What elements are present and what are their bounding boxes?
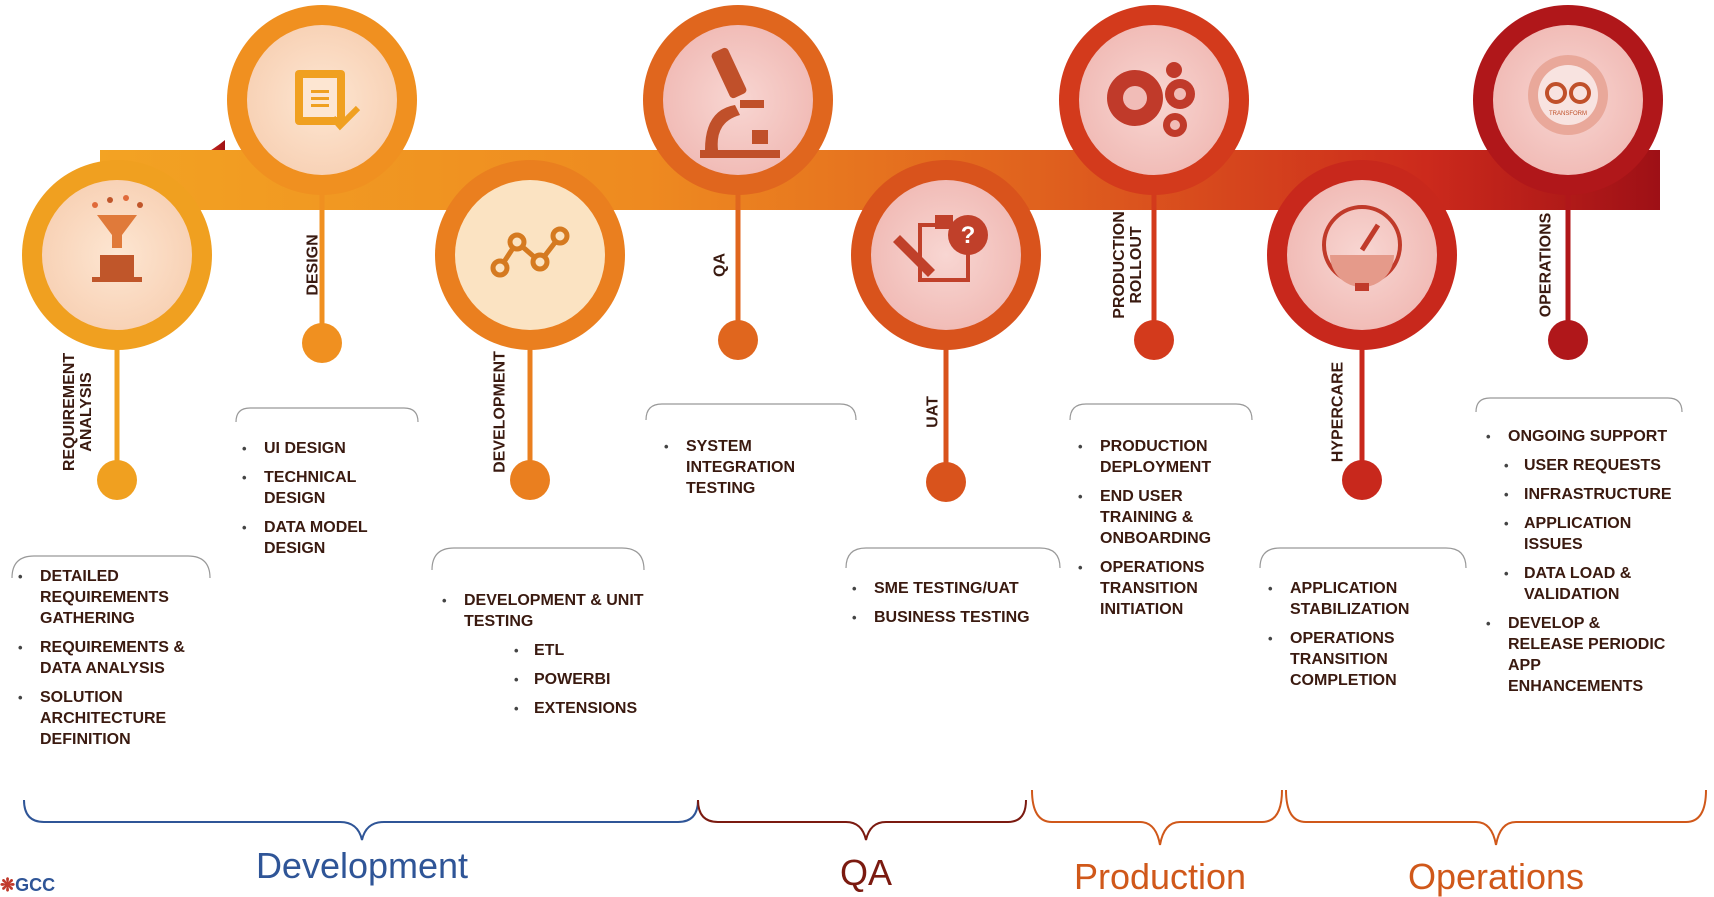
stage-label-production-rollout: PRODUCTION ROLLOUT	[1111, 211, 1145, 319]
funnel-laptop-icon	[92, 195, 143, 282]
stem-end-dots	[97, 320, 1588, 502]
svg-text:TRANSFORM: TRANSFORM	[1549, 111, 1587, 117]
operations-brace	[1285, 789, 1707, 846]
list-item: SYSTEM INTEGRATION TESTING	[658, 436, 838, 499]
hypercare-list: APPLICATION STABILIZATION OPERATIONS TRA…	[1262, 578, 1452, 699]
list-item: SOLUTION ARCHITECTURE DEFINITION	[12, 687, 207, 750]
list-item: DETAILED REQUIREMENTS GATHERING	[12, 566, 207, 629]
stage-label-qa: QA	[712, 253, 729, 277]
stage-label-line: DEVELOPMENT	[491, 351, 509, 473]
stage-label-design: DESIGN	[305, 234, 322, 295]
qa-list: SYSTEM INTEGRATION TESTING	[658, 436, 838, 507]
gears-icon	[1107, 62, 1195, 137]
list-subitem: DATA LOAD & VALIDATION	[1480, 563, 1680, 605]
stage-label-requirement-analysis: REQUIREMENT ANALYSIS	[61, 353, 95, 471]
group-label-development: Development	[255, 845, 469, 886]
logo-text: GCC	[15, 875, 56, 895]
group-label-operations: Operations	[1407, 856, 1585, 897]
design-list: UI DESIGN TECHNICAL DESIGN DATA MODEL DE…	[236, 438, 416, 567]
gauge-icon	[1322, 205, 1402, 291]
uat-list: SME TESTING/UAT BUSINESS TESTING	[846, 578, 1061, 636]
logo-mark-icon: ❋	[0, 875, 16, 895]
list-item: TECHNICAL DESIGN	[236, 467, 416, 509]
stage-label-line: HYPERCARE	[1329, 361, 1347, 463]
stage-label-hypercare: HYPERCARE	[1330, 362, 1347, 462]
stage-label-line: ROLLOUT	[1128, 226, 1145, 304]
list-subitem: INFRASTRUCTURE	[1480, 484, 1680, 505]
microscope-icon	[700, 47, 780, 158]
list-item: END USER TRAINING & ONBOARDING	[1072, 486, 1252, 549]
clipboard-question-icon: ?	[893, 215, 988, 282]
company-logo: ❋GCC	[0, 875, 55, 896]
production-brace	[1031, 789, 1283, 846]
list-subitem: EXTENSIONS	[436, 698, 646, 719]
list-item: PRODUCTION DEPLOYMENT	[1072, 436, 1252, 478]
requirement-analysis-list: DETAILED REQUIREMENTS GATHERING REQUIREM…	[12, 566, 207, 758]
checklist-document-icon	[295, 70, 361, 131]
development-brace	[23, 799, 699, 841]
list-item: DEVELOPMENT & UNIT TESTING	[436, 590, 646, 632]
list-item: APPLICATION STABILIZATION	[1262, 578, 1452, 620]
list-item: DATA MODEL DESIGN	[236, 517, 416, 559]
line-graph-nodes-icon	[490, 226, 570, 278]
qa-brace	[697, 799, 1027, 841]
stage-label-line: PRODUCTION	[1111, 211, 1128, 319]
list-item: ONGOING SUPPORT	[1480, 426, 1680, 447]
list-item: REQUIREMENTS & DATA ANALYSIS	[12, 637, 207, 679]
group-label-production: Production	[1073, 856, 1247, 897]
list-subitem: POWERBI	[436, 669, 646, 690]
development-list: DEVELOPMENT & UNIT TESTING ETL POWERBI E…	[436, 590, 646, 727]
list-item: UI DESIGN	[236, 438, 416, 459]
list-item: SME TESTING/UAT	[846, 578, 1061, 599]
group-label-qa: QA	[839, 852, 893, 893]
stage-label-line: ANALYSIS	[78, 372, 95, 452]
list-subitem: APPLICATION ISSUES	[1480, 513, 1680, 555]
stage-label-line: OPERATIONS	[1537, 212, 1555, 318]
operations-list: ONGOING SUPPORT USER REQUESTS INFRASTRUC…	[1480, 426, 1680, 705]
list-item: OPERATIONS TRANSITION INITIATION	[1072, 557, 1252, 620]
stage-label-uat: UAT	[925, 396, 942, 428]
list-subitem: USER REQUESTS	[1480, 455, 1680, 476]
list-item: BUSINESS TESTING	[846, 607, 1061, 628]
list-item: OPERATIONS TRANSITION COMPLETION	[1262, 628, 1452, 691]
production-rollout-list: PRODUCTION DEPLOYMENT END USER TRAINING …	[1072, 436, 1252, 628]
list-item: DEVELOP & RELEASE PERIODIC APP ENHANCEME…	[1480, 613, 1680, 697]
stage-label-line: UAT	[924, 396, 942, 428]
stage-label-line: QA	[711, 253, 729, 277]
stage-label-line: DESIGN	[304, 234, 322, 296]
svg-text:?: ?	[961, 222, 976, 249]
stage-label-line: REQUIREMENT	[61, 352, 78, 472]
list-subitem: ETL	[436, 640, 646, 661]
stage-label-development: DEVELOPMENT	[492, 351, 509, 473]
transform-loop-icon: TRANSFORM	[1528, 55, 1608, 135]
stage-label-operations: OPERATIONS	[1538, 213, 1555, 318]
